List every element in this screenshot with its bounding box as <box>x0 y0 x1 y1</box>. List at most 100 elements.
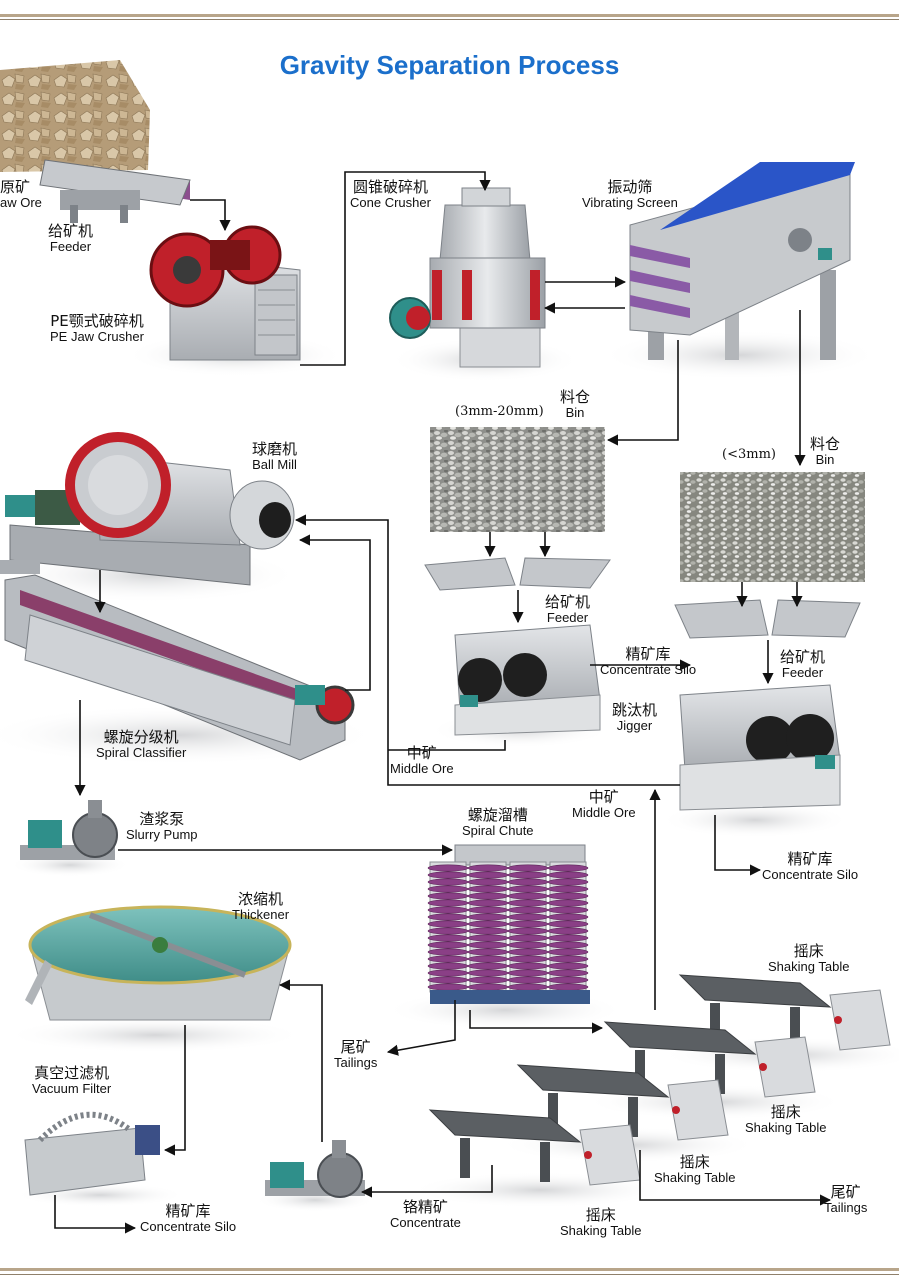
slurry-pump-2-icon <box>255 1140 375 1212</box>
label-shaking-table-1-en: Shaking Table <box>768 958 850 974</box>
label-tailings-2: 尾矿 Tailings <box>824 1183 867 1214</box>
label-tailings-1: 尾矿 Tailings <box>334 1039 378 1070</box>
label-ball-mill-cn: 球磨机 <box>252 440 298 458</box>
jig-machine-1-icon <box>430 624 610 748</box>
label-jaw-crusher-en: PE Jaw Crusher <box>50 328 144 344</box>
label-concentrate-silo-1: 精矿库 Concentrate Silo <box>600 645 697 677</box>
label-shaking-table-4-en: Shaking Table <box>560 1222 642 1238</box>
label-bin-1-en: Bin <box>565 404 585 420</box>
label-concentrate-silo-2-cn: 精矿库 <box>787 850 833 868</box>
top-border-inner <box>0 19 899 20</box>
label-feeder-1-cn: 给矿机 <box>48 222 94 240</box>
label-feeder-3-cn: 给矿机 <box>780 648 826 666</box>
bottom-border-inner <box>0 1274 899 1275</box>
label-bin-1-size: (3mm-20mm) <box>455 404 544 419</box>
label-jaw-crusher: PE颚式破碎机 PE Jaw Crusher <box>50 312 144 344</box>
raw-ore-pile-icon <box>0 60 150 172</box>
label-shaking-table-3-cn: 摇床 <box>679 1153 710 1171</box>
label-raw-ore-en: aw Ore <box>0 194 42 210</box>
jig-machine-2-icon <box>660 684 850 838</box>
label-feeder-2-cn: 给矿机 <box>545 593 591 611</box>
label-feeder-3-en: Feeder <box>781 664 824 680</box>
label-spiral-classifier-cn: 螺旋分级机 <box>103 728 179 746</box>
spiral-chute-column-2 <box>467 861 509 993</box>
label-ball-mill-en: Ball Mill <box>252 456 297 472</box>
label-thickener-cn: 浓缩机 <box>238 890 284 908</box>
label-shaking-table-1: 摇床 Shaking Table <box>768 943 850 974</box>
label-bin-2-en: Bin <box>815 451 835 467</box>
label-tailings-1-en: Tailings <box>334 1054 378 1070</box>
label-feeder-3: 给矿机 Feeder <box>780 648 826 680</box>
spiral-chute-column-4 <box>547 861 589 993</box>
label-concentrate-silo-3-cn: 精矿库 <box>165 1202 211 1220</box>
label-slurry-pump-cn: 渣浆泵 <box>139 810 185 828</box>
jaw-crusher-icon <box>125 225 345 377</box>
label-middle-ore-1-cn: 中矿 <box>406 744 437 762</box>
label-raw-ore: 原矿 aw Ore <box>0 178 42 210</box>
gravel-bin-1-icon <box>430 427 605 532</box>
top-border <box>0 14 899 17</box>
label-feeder-1: 给矿机 Feeder <box>48 222 94 254</box>
label-middle-ore-1: 中矿 Middle Ore <box>390 744 454 776</box>
vibrating-feeder-2-icon <box>424 557 611 591</box>
shaking-table-4-icon <box>410 1109 670 1208</box>
label-bin-1-cn: 料仓 <box>560 388 591 406</box>
label-concentrate-silo-1-cn: 精矿库 <box>625 645 671 663</box>
thickener-tank-icon <box>5 905 305 1053</box>
vibrating-feeder-3-icon <box>674 599 861 639</box>
label-concentrate: 铬精矿 Concentrate <box>390 1198 461 1230</box>
label-spiral-chute-en: Spiral Chute <box>462 822 534 838</box>
label-vibrating-screen: 振动筛 Vibrating Screen <box>582 179 678 209</box>
label-cone-crusher-en: Cone Crusher <box>350 194 431 210</box>
label-concentrate-silo-2-en: Concentrate Silo <box>762 866 859 882</box>
vibrating-feeder-1-icon <box>39 159 191 223</box>
bottom-border <box>0 1268 899 1271</box>
label-middle-ore-2: 中矿 Middle Ore <box>572 789 636 820</box>
label-spiral-chute: 螺旋溜槽 Spiral Chute <box>462 806 534 838</box>
label-shaking-table-4: 摇床 Shaking Table <box>560 1207 642 1238</box>
label-thickener-en: Thickener <box>232 906 290 922</box>
label-vacuum-filter-en: Vacuum Filter <box>32 1080 112 1096</box>
label-shaking-table-3-en: Shaking Table <box>654 1169 736 1185</box>
flow-lines <box>54 171 832 1234</box>
label-spiral-classifier-en: Spiral Classifier <box>96 744 187 760</box>
label-jigger-en: Jigger <box>616 717 653 733</box>
label-concentrate-cn: 铬精矿 <box>402 1198 448 1216</box>
ball-mill-icon <box>0 432 300 603</box>
vibrating-screen-icon <box>600 162 880 380</box>
label-middle-ore-2-en: Middle Ore <box>572 804 636 820</box>
label-spiral-classifier: 螺旋分级机 Spiral Classifier <box>96 728 187 760</box>
label-raw-ore-cn: 原矿 <box>0 178 31 196</box>
label-concentrate-en: Concentrate <box>390 1214 461 1230</box>
label-feeder-1-en: Feeder <box>49 238 92 254</box>
label-concentrate-silo-1-en: Concentrate Silo <box>600 661 697 677</box>
label-shaking-table-2: 摇床 Shaking Table <box>745 1103 827 1135</box>
label-shaking-table-2-en: Shaking Table <box>745 1119 827 1135</box>
label-jaw-crusher-cn: PE颚式破碎机 <box>50 312 144 330</box>
label-feeder-2: 给矿机 Feeder <box>545 593 591 625</box>
spiral-classifier-icon <box>0 560 380 765</box>
diagram-title: Gravity Separation Process <box>279 50 620 80</box>
label-shaking-table-2-cn: 摇床 <box>770 1103 801 1121</box>
label-ball-mill: 球磨机 Ball Mill <box>252 440 298 472</box>
label-cone-crusher: 圆锥破碎机 Cone Crusher <box>350 179 431 210</box>
label-shaking-table-3: 摇床 Shaking Table <box>654 1153 736 1185</box>
cone-crusher-icon <box>389 187 580 382</box>
label-jigger: 跳汰机 Jigger <box>612 702 657 733</box>
gravel-bin-2-icon <box>680 472 865 582</box>
label-bin-2-cn: 料仓 <box>810 435 841 453</box>
spiral-chute-column-1 <box>427 861 469 993</box>
label-tailings-2-cn: 尾矿 <box>830 1183 861 1201</box>
slurry-pump-1-icon <box>10 800 130 877</box>
label-concentrate-silo-3: 精矿库 Concentrate Silo <box>140 1202 237 1234</box>
spiral-chute-icon <box>385 844 625 1030</box>
spiral-chute-column-3 <box>507 861 549 993</box>
label-middle-ore-1-en: Middle Ore <box>390 760 454 776</box>
label-spiral-chute-cn: 螺旋溜槽 <box>467 806 528 824</box>
label-concentrate-silo-2: 精矿库 Concentrate Silo <box>762 850 859 882</box>
label-bin-2-size: (<3mm) <box>722 447 776 462</box>
label-slurry-pump-en: Slurry Pump <box>126 826 198 842</box>
label-feeder-2-en: Feeder <box>546 609 589 625</box>
label-concentrate-silo-3-en: Concentrate Silo <box>140 1218 237 1234</box>
